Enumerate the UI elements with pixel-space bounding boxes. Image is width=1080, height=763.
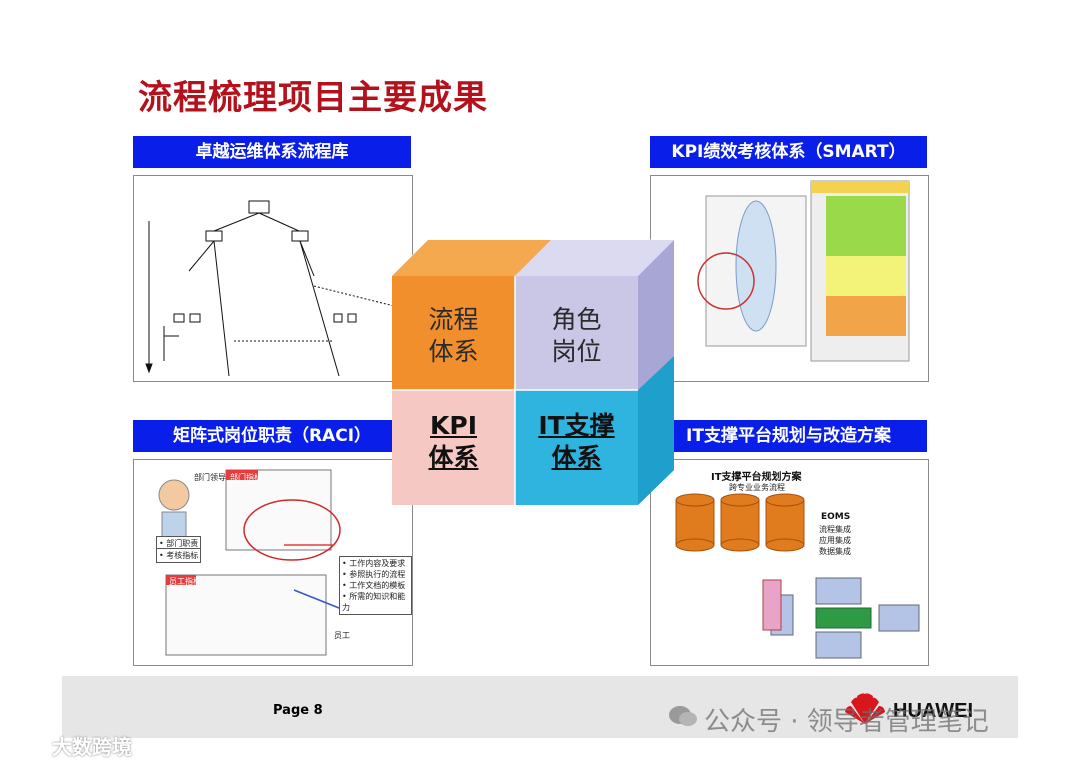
cube-shape <box>392 239 676 505</box>
cube-cell-line: 流程 <box>428 305 479 334</box>
cube-cell-kpi: KPI 体系 <box>392 410 515 474</box>
raci-diagram <box>158 469 345 656</box>
cube-cell-line: KPI <box>430 411 477 440</box>
cube-cell-line: 体系 <box>428 337 479 366</box>
kpi-label: • 考核指标 <box>156 548 202 563</box>
eoms-list: 流程集成 应用集成 数据集成 <box>819 524 851 557</box>
staff-grid-label: 员工指标 <box>169 577 201 586</box>
plan-subtitle: 跨专业业务流程 <box>729 483 785 492</box>
panel-process-library <box>133 175 413 382</box>
corner-watermark: 大数跨境 <box>52 735 132 759</box>
dept-grid-label: 部门指标 <box>230 473 262 482</box>
huawei-logo-text: HUAWEI <box>893 700 973 722</box>
panel-header-raci: 矩阵式岗位职责（RACI） <box>133 420 411 452</box>
raci-bullet: • 参照执行的流程 <box>342 570 406 579</box>
eoms-item: 应用集成 <box>819 536 851 545</box>
staff-label: 员工 <box>334 631 350 640</box>
cube-cell-line: 岗位 <box>551 337 602 366</box>
eoms-label: EOMS <box>821 512 851 522</box>
raci-bullet: • 工作内容及要求 <box>342 559 406 568</box>
panel-kpi-system <box>650 175 929 382</box>
panel-header-it-platform: IT支撑平台规划与改造方案 <box>650 420 927 452</box>
capability-cube: 流程 体系 角色 岗位 KPI 体系 IT支撑 体系 <box>392 238 682 508</box>
panel-raci: 部门领导 部门指标 • 部门职责 • 考核指标 员工指标 员工 • 工作内容及要… <box>133 459 413 666</box>
cube-cell-line: 体系 <box>428 443 479 472</box>
page-title: 流程梳理项目主要成果 <box>138 78 488 118</box>
it-platform-diagram <box>675 493 920 659</box>
eoms-item: 数据集成 <box>819 547 851 556</box>
huawei-logo-icon <box>843 692 887 726</box>
kpi-system-diagram <box>697 180 910 362</box>
plan-title: IT支撑平台规划方案 <box>711 472 802 483</box>
cube-cell-line: IT支撑 <box>538 411 615 440</box>
panel-header-kpi-system: KPI绩效考核体系（SMART） <box>650 136 927 168</box>
panel-header-process-library: 卓越运维体系流程库 <box>133 136 411 168</box>
raci-bullet-box: • 工作内容及要求 • 参照执行的流程 • 工作文档的模板 • 所需的知识和能力 <box>339 556 412 615</box>
eoms-item: 流程集成 <box>819 525 851 534</box>
raci-bullet: • 工作文档的模板 <box>342 581 406 590</box>
panel-it-platform: IT支撑平台规划方案 跨专业业务流程 EOMS 流程集成 应用集成 数据集成 <box>650 459 929 666</box>
wechat-watermark: 公众号 · 领导者管理笔记 <box>704 707 989 737</box>
watermark-logo-icon <box>10 732 48 754</box>
page-number: Page 8 <box>273 703 323 718</box>
wechat-icon <box>668 704 698 728</box>
cube-cell-it: IT支撑 体系 <box>515 410 638 474</box>
cube-cell-line: 角色 <box>551 305 602 334</box>
raci-bullet: • 所需的知识和能力 <box>342 592 406 612</box>
cube-cell-process: 流程 体系 <box>392 304 515 368</box>
cube-cell-line: 体系 <box>551 443 602 472</box>
process-tree-diagram <box>145 200 395 377</box>
cube-cell-role: 角色 岗位 <box>515 304 638 368</box>
manager-label: 部门领导 <box>194 473 226 482</box>
